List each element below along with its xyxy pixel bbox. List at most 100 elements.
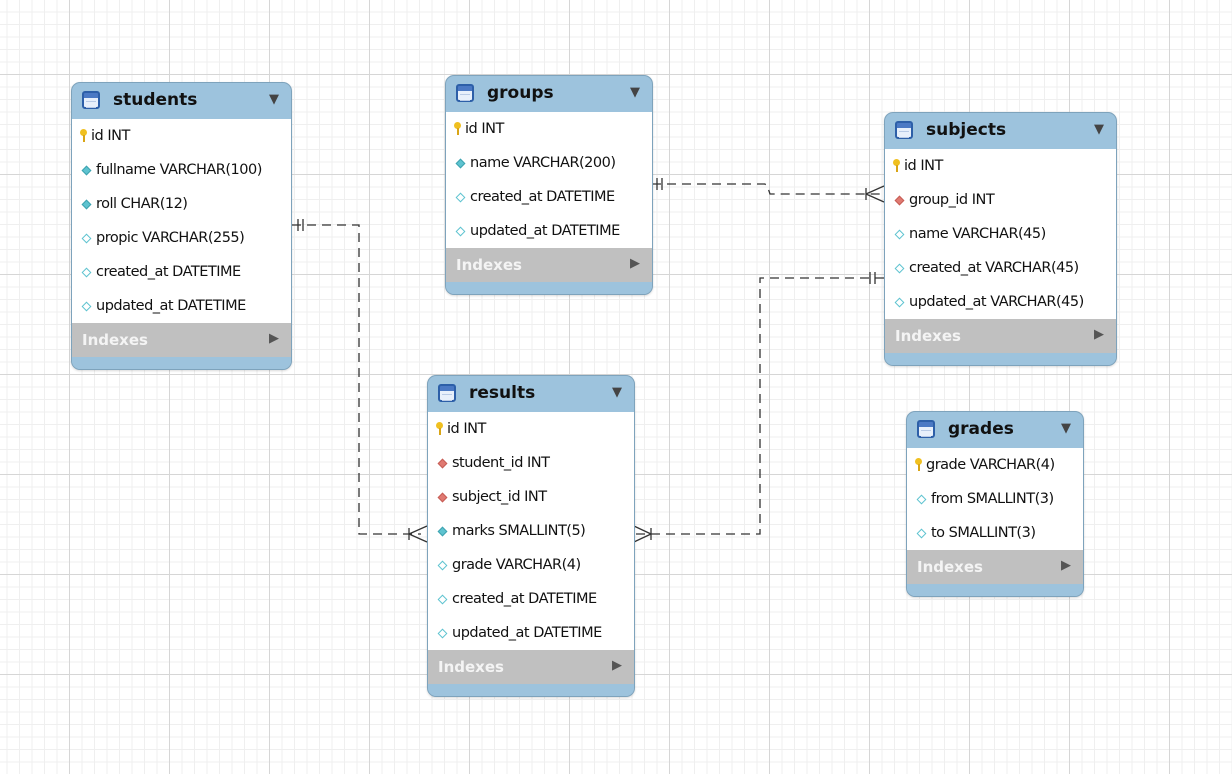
table-footer xyxy=(72,357,291,369)
triangle-right-icon[interactable]: ▶ xyxy=(1094,327,1104,342)
column-label: roll CHAR(12) xyxy=(96,196,188,212)
column-list: id INT group_id INT name VARCHAR(45) create… xyxy=(885,149,1116,319)
table-footer xyxy=(446,282,652,294)
column-row[interactable]: name VARCHAR(200) xyxy=(446,146,652,180)
column-diamond-icon xyxy=(916,494,927,504)
column-diamond-icon xyxy=(81,301,92,311)
column-label: from SMALLINT(3) xyxy=(931,491,1054,507)
column-row[interactable]: fullname VARCHAR(100) xyxy=(72,153,291,187)
column-label: updated_at VARCHAR(45) xyxy=(909,294,1084,310)
relationship-groups-subjects[interactable] xyxy=(652,178,885,203)
triangle-right-icon[interactable]: ▶ xyxy=(612,658,622,673)
indexes-bar[interactable]: Indexes ▶ xyxy=(907,550,1083,584)
column-row[interactable]: propic VARCHAR(255) xyxy=(72,221,291,255)
column-row[interactable]: created_at DATETIME xyxy=(72,255,291,289)
table-header[interactable]: subjects ▼ xyxy=(885,113,1116,149)
column-row[interactable]: grade VARCHAR(4) xyxy=(907,448,1083,482)
chevron-down-icon[interactable]: ▼ xyxy=(1061,421,1071,436)
column-diamond-icon xyxy=(81,267,92,277)
indexes-bar[interactable]: Indexes ▶ xyxy=(428,650,634,684)
column-row[interactable]: id INT xyxy=(428,412,634,446)
column-row[interactable]: id INT xyxy=(72,119,291,153)
table-students[interactable]: students ▼ id INT fullname VARCHAR(100) ro… xyxy=(71,82,292,370)
key-icon xyxy=(436,421,443,437)
key-icon xyxy=(893,158,900,174)
column-row[interactable]: id INT xyxy=(446,112,652,146)
table-icon xyxy=(456,84,474,102)
column-diamond-icon xyxy=(894,263,905,273)
column-row[interactable]: subject_id INT xyxy=(428,480,634,514)
chevron-down-icon[interactable]: ▼ xyxy=(1094,122,1104,137)
column-row[interactable]: created_at DATETIME xyxy=(428,582,634,616)
column-label: created_at VARCHAR(45) xyxy=(909,260,1079,276)
column-label: propic VARCHAR(255) xyxy=(96,230,245,246)
table-name: results xyxy=(469,383,536,403)
chevron-down-icon[interactable]: ▼ xyxy=(269,92,279,107)
column-row[interactable]: id INT xyxy=(885,149,1116,183)
relationship-students-results[interactable] xyxy=(292,219,428,543)
column-diamond-icon xyxy=(916,528,927,538)
table-header[interactable]: results ▼ xyxy=(428,376,634,412)
table-subjects[interactable]: subjects ▼ id INT group_id INT name VARCHA… xyxy=(884,112,1117,366)
column-row[interactable]: name VARCHAR(45) xyxy=(885,217,1116,251)
column-diamond-icon xyxy=(81,165,92,175)
indexes-label: Indexes xyxy=(895,327,961,345)
column-diamond-icon xyxy=(894,229,905,239)
column-row[interactable]: created_at VARCHAR(45) xyxy=(885,251,1116,285)
relationship-subjects-results[interactable] xyxy=(633,272,884,543)
key-icon xyxy=(80,128,87,144)
triangle-right-icon[interactable]: ▶ xyxy=(269,331,279,346)
column-label: name VARCHAR(45) xyxy=(909,226,1046,242)
column-label: created_at DATETIME xyxy=(470,189,615,205)
table-header[interactable]: grades ▼ xyxy=(907,412,1083,448)
column-label: id INT xyxy=(91,128,130,144)
indexes-bar[interactable]: Indexes ▶ xyxy=(885,319,1116,353)
indexes-label: Indexes xyxy=(456,256,522,274)
foreign-key-diamond-icon xyxy=(437,458,448,468)
column-label: updated_at DATETIME xyxy=(470,223,620,239)
triangle-right-icon[interactable]: ▶ xyxy=(630,256,640,271)
column-row[interactable]: grade VARCHAR(4) xyxy=(428,548,634,582)
column-row[interactable]: updated_at DATETIME xyxy=(446,214,652,248)
table-header[interactable]: groups ▼ xyxy=(446,76,652,112)
column-label: marks SMALLINT(5) xyxy=(452,523,586,539)
column-label: created_at DATETIME xyxy=(452,591,597,607)
foreign-key-diamond-icon xyxy=(437,492,448,502)
indexes-bar[interactable]: Indexes ▶ xyxy=(72,323,291,357)
column-row[interactable]: marks SMALLINT(5) xyxy=(428,514,634,548)
column-row[interactable]: group_id INT xyxy=(885,183,1116,217)
column-diamond-icon xyxy=(81,199,92,209)
foreign-key-diamond-icon xyxy=(894,195,905,205)
column-row[interactable]: to SMALLINT(3) xyxy=(907,516,1083,550)
column-row[interactable]: roll CHAR(12) xyxy=(72,187,291,221)
column-label: fullname VARCHAR(100) xyxy=(96,162,262,178)
table-footer xyxy=(907,584,1083,596)
triangle-right-icon[interactable]: ▶ xyxy=(1061,558,1071,573)
table-grades[interactable]: grades ▼ grade VARCHAR(4) from SMALLINT(3… xyxy=(906,411,1084,597)
column-diamond-icon xyxy=(455,158,466,168)
column-diamond-icon xyxy=(437,594,448,604)
column-row[interactable]: updated_at DATETIME xyxy=(428,616,634,650)
chevron-down-icon[interactable]: ▼ xyxy=(630,85,640,100)
column-diamond-icon xyxy=(894,297,905,307)
indexes-bar[interactable]: Indexes ▶ xyxy=(446,248,652,282)
column-label: group_id INT xyxy=(909,192,995,208)
column-list: id INT fullname VARCHAR(100) roll CHAR(12)… xyxy=(72,119,291,323)
column-diamond-icon xyxy=(455,226,466,236)
column-diamond-icon xyxy=(81,233,92,243)
table-icon xyxy=(895,121,913,139)
column-row[interactable]: created_at DATETIME xyxy=(446,180,652,214)
column-row[interactable]: student_id INT xyxy=(428,446,634,480)
column-row[interactable]: from SMALLINT(3) xyxy=(907,482,1083,516)
table-header[interactable]: students ▼ xyxy=(72,83,291,119)
column-label: to SMALLINT(3) xyxy=(931,525,1036,541)
column-row[interactable]: updated_at VARCHAR(45) xyxy=(885,285,1116,319)
column-diamond-icon xyxy=(437,560,448,570)
column-row[interactable]: updated_at DATETIME xyxy=(72,289,291,323)
chevron-down-icon[interactable]: ▼ xyxy=(612,385,622,400)
